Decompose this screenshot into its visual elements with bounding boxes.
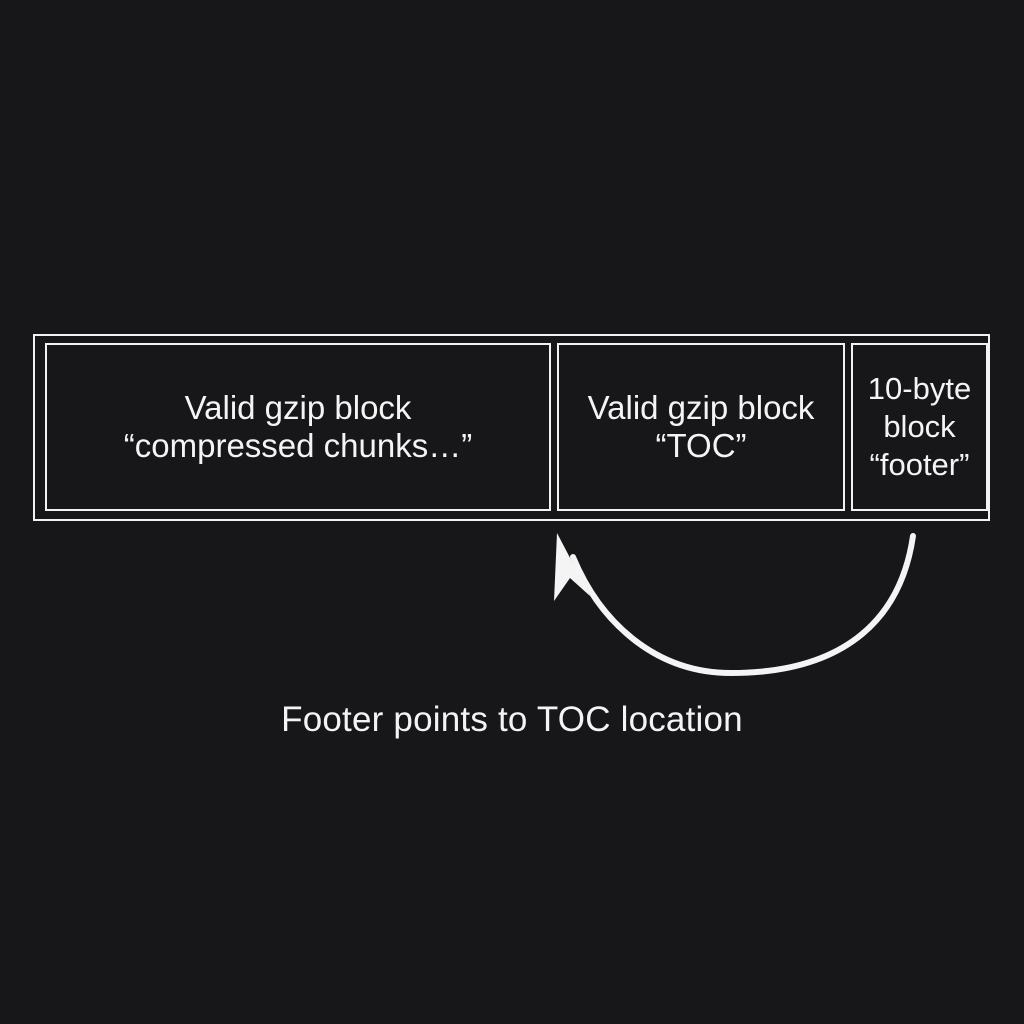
block-footer-line3: “footer” <box>869 446 970 482</box>
block-footer: 10-byte block “footer” <box>851 343 988 511</box>
block-compressed-chunks-line2: “compressed chunks…” <box>123 427 473 464</box>
block-toc-line2: “TOC” <box>655 427 747 464</box>
block-toc: Valid gzip block “TOC” <box>557 343 845 511</box>
block-compressed-chunks-line1: Valid gzip block <box>184 389 412 427</box>
block-row: Valid gzip block “compressed chunks…” Va… <box>45 343 988 511</box>
arrow-head-icon <box>554 533 590 601</box>
annotation-caption: Footer points to TOC location <box>281 700 743 739</box>
footer-to-toc-arrow <box>554 533 916 677</box>
block-footer-line1: 10-byte <box>867 371 972 407</box>
block-footer-line2: block <box>883 409 956 445</box>
block-toc-line1: Valid gzip block <box>587 389 815 427</box>
gzip-stream-frame <box>33 334 990 521</box>
arrow-curve <box>570 533 916 677</box>
block-compressed-chunks: Valid gzip block “compressed chunks…” <box>45 343 551 511</box>
